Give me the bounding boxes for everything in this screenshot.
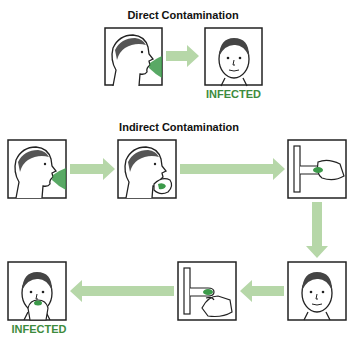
panel-area: [2, 262, 76, 320]
infected-panel: INFECTED: [196, 28, 271, 100]
section-heading: Indirect Contamination: [119, 121, 239, 133]
status-label: INFECTED: [196, 88, 271, 100]
panel-area: [196, 28, 271, 85]
status-label: INFECTED: [2, 323, 76, 335]
section-heading: Direct Contamination: [127, 9, 238, 21]
infected-panel: INFECTED: [2, 262, 76, 335]
